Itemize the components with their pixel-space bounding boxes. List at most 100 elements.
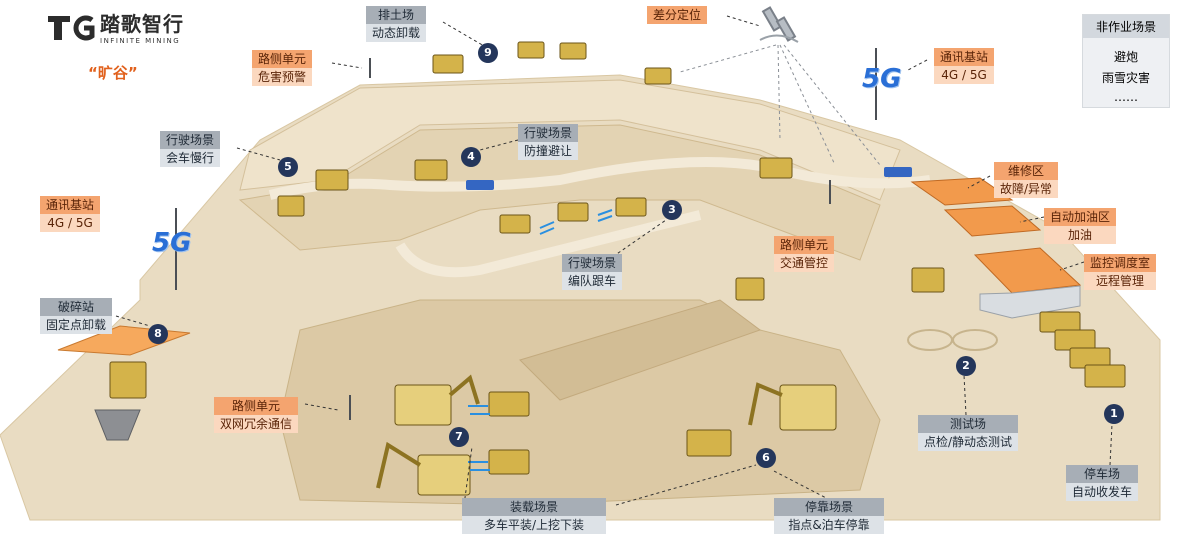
excavator-icon — [394, 384, 452, 426]
label-parking: 停车场 自动收发车 — [1066, 465, 1139, 501]
nonwork-item: …… — [1114, 90, 1138, 104]
truck-icon — [1039, 311, 1081, 333]
label-base-station-right: 通讯基站 4G / 5G — [934, 48, 995, 84]
5g-badge: 5G — [152, 228, 192, 258]
truck-icon — [1084, 364, 1126, 388]
nonwork-title: 非作业场景 — [1083, 15, 1169, 38]
truck-icon — [557, 202, 589, 222]
label-docking: 停靠场景 指点&泊车停靠 — [774, 498, 884, 534]
label-title: 行驶场景 — [518, 124, 579, 142]
label-platoon: 行驶场景 编队跟车 — [562, 254, 623, 290]
brand-logo: 踏歌智行 INFINITE MINING — [44, 8, 184, 45]
label-sub: 指点&泊车停靠 — [774, 516, 884, 534]
maintenance-building — [910, 177, 1014, 206]
label-title: 行驶场景 — [160, 131, 221, 149]
5g-badge: 5G — [862, 64, 902, 94]
label-driving-avoidance: 行驶场景 防撞避让 — [518, 124, 579, 160]
excavator-arm-icon — [376, 441, 422, 489]
pickup-truck-icon — [466, 180, 494, 190]
truck-icon — [499, 214, 531, 234]
brand-name: 踏歌智行 — [100, 12, 184, 36]
truck-icon — [615, 197, 647, 217]
label-base-station-left: 通讯基站 4G / 5G — [40, 196, 101, 232]
truck-icon — [517, 41, 545, 59]
label-test-field: 测试场 点检/静动态测试 — [918, 415, 1019, 451]
roadside-antennas — [175, 48, 877, 420]
label-sub: 自动收发车 — [1066, 483, 1139, 501]
truck-icon — [488, 391, 530, 417]
excavator-arm-icon — [748, 382, 783, 426]
marker-6: 6 — [756, 448, 776, 468]
label-sub: 多车平装/上挖下装 — [462, 516, 606, 534]
truck-icon — [644, 67, 672, 85]
truck-icon — [686, 429, 732, 457]
label-driving-passing: 行驶场景 会车慢行 — [160, 131, 221, 167]
truck-icon — [109, 361, 147, 399]
label-control-room: 监控调度室 远程管理 — [1084, 254, 1157, 290]
nonwork-item: 雨雪灾害 — [1101, 71, 1150, 85]
label-title: 路侧单元 — [252, 50, 313, 68]
haul-road-lower — [395, 210, 702, 278]
label-sub: 防撞避让 — [518, 142, 579, 160]
label-crusher: 破碎站 固定点卸载 — [40, 298, 113, 334]
truck-icon — [414, 159, 448, 181]
marker-5: 5 — [278, 157, 298, 177]
label-title: 停靠场景 — [774, 498, 884, 516]
crusher-hopper — [94, 409, 141, 441]
truck-icon — [432, 54, 464, 74]
label-sub: 远程管理 — [1084, 272, 1157, 290]
label-sub: 点检/静动态测试 — [918, 433, 1019, 451]
truck-icon — [1054, 329, 1096, 351]
label-title: 停车场 — [1066, 465, 1139, 483]
exchange-arrows — [468, 209, 613, 471]
test-circle-right — [952, 329, 998, 351]
label-title: 装载场景 — [462, 498, 606, 516]
truck-icon — [911, 267, 945, 293]
label-auto-refuel: 自动加油区 加油 — [1044, 208, 1117, 244]
brand-tag: “旷谷” — [88, 64, 138, 82]
label-title: 通讯基站 — [40, 196, 101, 214]
pickup-truck-icon — [884, 167, 912, 177]
label-dump-site: 排土场 动态卸载 — [366, 6, 427, 42]
label-sub: 固定点卸载 — [40, 316, 113, 334]
haul-road — [268, 157, 931, 200]
truck-icon — [277, 195, 305, 217]
label-title: 监控调度室 — [1084, 254, 1157, 272]
label-title: 维修区 — [994, 162, 1059, 180]
label-title: 破碎站 — [40, 298, 113, 316]
control-building — [973, 247, 1082, 294]
marker-3: 3 — [662, 200, 682, 220]
label-sub: 会车慢行 — [160, 149, 221, 167]
label-title: 行驶场景 — [562, 254, 623, 272]
logo-mark-icon — [48, 15, 95, 40]
excavators — [376, 374, 837, 496]
label-loading: 装载场景 多车平装/上挖下装 — [462, 498, 606, 534]
label-sub: 4G / 5G — [40, 214, 101, 232]
label-title: 路侧单元 — [774, 236, 835, 254]
satellite-icon — [759, 6, 799, 43]
signal-lines — [679, 44, 881, 166]
ramp — [519, 299, 762, 401]
marker-4: 4 — [461, 147, 481, 167]
label-roadside-hazard: 路侧单元 危害预警 — [252, 50, 313, 86]
truck-icon — [315, 169, 349, 191]
truck-icon — [735, 277, 765, 301]
label-title: 排土场 — [366, 6, 427, 24]
marker-8: 8 — [148, 324, 168, 344]
leader-lines — [115, 15, 1113, 506]
label-maintenance: 维修区 故障/异常 — [994, 162, 1059, 198]
excavator-icon — [779, 384, 837, 431]
label-title: 测试场 — [918, 415, 1019, 433]
excavator-icon — [417, 454, 471, 496]
label-traffic-control: 路侧单元 交通管控 — [774, 236, 835, 272]
label-sub: 故障/异常 — [994, 180, 1059, 198]
label-sub: 双网冗余通信 — [214, 415, 299, 433]
label-sub: 动态卸载 — [366, 24, 427, 42]
nonwork-item: 避炮 — [1113, 50, 1138, 64]
label-sub: 编队跟车 — [562, 272, 623, 290]
label-title: 通讯基站 — [934, 48, 995, 66]
label-sub: 加油 — [1044, 226, 1117, 244]
label-title: 差分定位 — [647, 6, 708, 24]
label-sub: 危害预警 — [252, 68, 313, 86]
truck-icon — [559, 42, 587, 60]
